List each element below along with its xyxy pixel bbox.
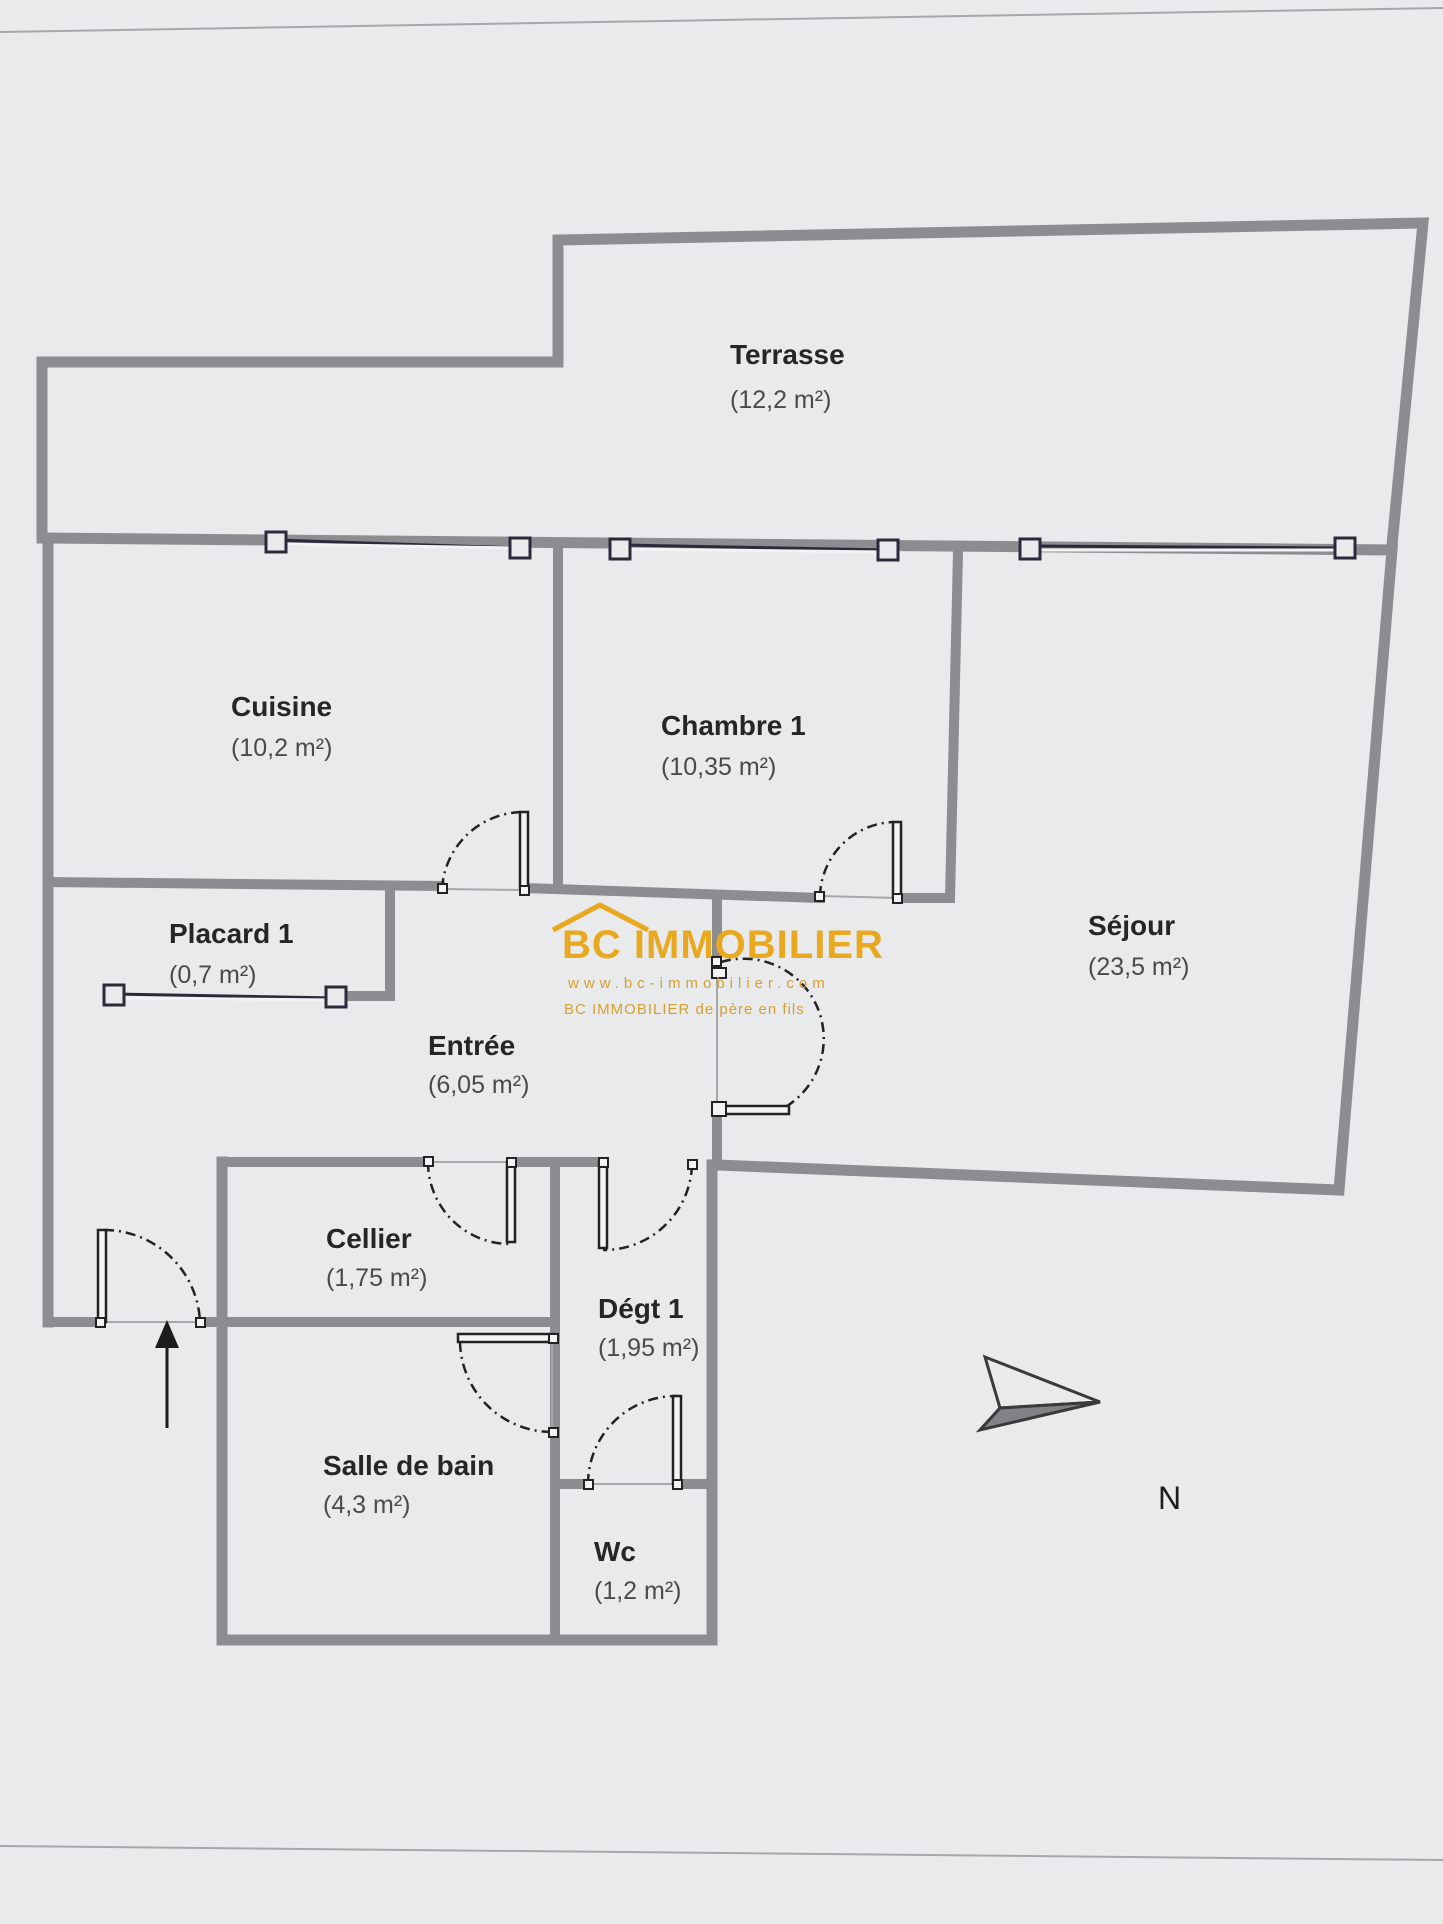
window-placard bbox=[102, 983, 348, 1009]
logo-roof-icon bbox=[551, 902, 650, 933]
door-sejour bbox=[711, 956, 825, 1117]
room-name-chambre-1: Chambre 1 bbox=[661, 710, 806, 741]
watermark-tagline: BC IMMOBILIER de père en fils bbox=[564, 1001, 805, 1018]
opening-line-cuisine bbox=[441, 888, 525, 891]
room-name-salle-de-bain: Salle de bain bbox=[323, 1450, 494, 1481]
room-area-cuisine: (10,2 m²) bbox=[231, 734, 332, 762]
window-cuisine bbox=[264, 530, 532, 560]
room-area-salle-de-bain: (4,3 m²) bbox=[323, 1491, 411, 1519]
apartment-outer-wall bbox=[42, 532, 1398, 1328]
room-name-entree: Entrée bbox=[428, 1030, 515, 1061]
room-area-chambre-1: (10,35 m²) bbox=[661, 753, 776, 781]
room-name-sejour: Séjour bbox=[1088, 910, 1175, 941]
room-name-cuisine: Cuisine bbox=[231, 691, 332, 722]
room-area-terrasse: (12,2 m²) bbox=[730, 386, 831, 414]
door-chambre bbox=[814, 820, 903, 904]
room-area-placard-1: (0,7 m²) bbox=[169, 961, 257, 989]
room-name-degt-1: Dégt 1 bbox=[598, 1293, 684, 1324]
compass-arrow-icon bbox=[975, 1354, 1101, 1433]
room-area-cellier: (1,75 m²) bbox=[326, 1264, 427, 1292]
wall-cuisine-bottom-left bbox=[42, 876, 446, 892]
lower-block-wall bbox=[216, 1156, 718, 1646]
watermark-logo: BC IMMOBILIER www.bc-immobilier.com BC I… bbox=[551, 902, 884, 1018]
window-chambre bbox=[608, 537, 900, 562]
room-area-sejour: (23,5 m²) bbox=[1088, 953, 1189, 981]
room-area-wc: (1,2 m²) bbox=[594, 1577, 682, 1605]
door-entry bbox=[95, 1228, 206, 1328]
page-edge-bottom bbox=[0, 1845, 1443, 1861]
door-salle-de-bain bbox=[456, 1332, 559, 1438]
wall-chambre-sejour bbox=[944, 546, 964, 904]
page-edge-top bbox=[0, 7, 1443, 33]
compass-north-label: N bbox=[1158, 1480, 1181, 1516]
door-cellier bbox=[423, 1156, 517, 1246]
watermark-brand: BC IMMOBILIER bbox=[562, 923, 884, 967]
terrace-outline bbox=[36, 217, 1430, 552]
watermark-website: www.bc-immobilier.com bbox=[567, 975, 830, 992]
window-sejour bbox=[1018, 536, 1357, 561]
wall-chambre-bottom bbox=[519, 882, 826, 904]
room-area-degt-1: (1,95 m²) bbox=[598, 1334, 699, 1362]
room-area-entree: (6,05 m²) bbox=[428, 1071, 529, 1099]
room-name-placard-1: Placard 1 bbox=[169, 918, 294, 949]
entry-arrow-icon bbox=[155, 1320, 179, 1428]
door-cuisine bbox=[437, 810, 530, 896]
room-name-terrasse: Terrasse bbox=[730, 339, 845, 370]
opening-line-chambre bbox=[819, 895, 899, 899]
room-name-cellier: Cellier bbox=[326, 1223, 412, 1254]
door-wc bbox=[583, 1394, 683, 1490]
room-name-wc: Wc bbox=[594, 1536, 636, 1567]
door-degt bbox=[597, 1157, 698, 1252]
